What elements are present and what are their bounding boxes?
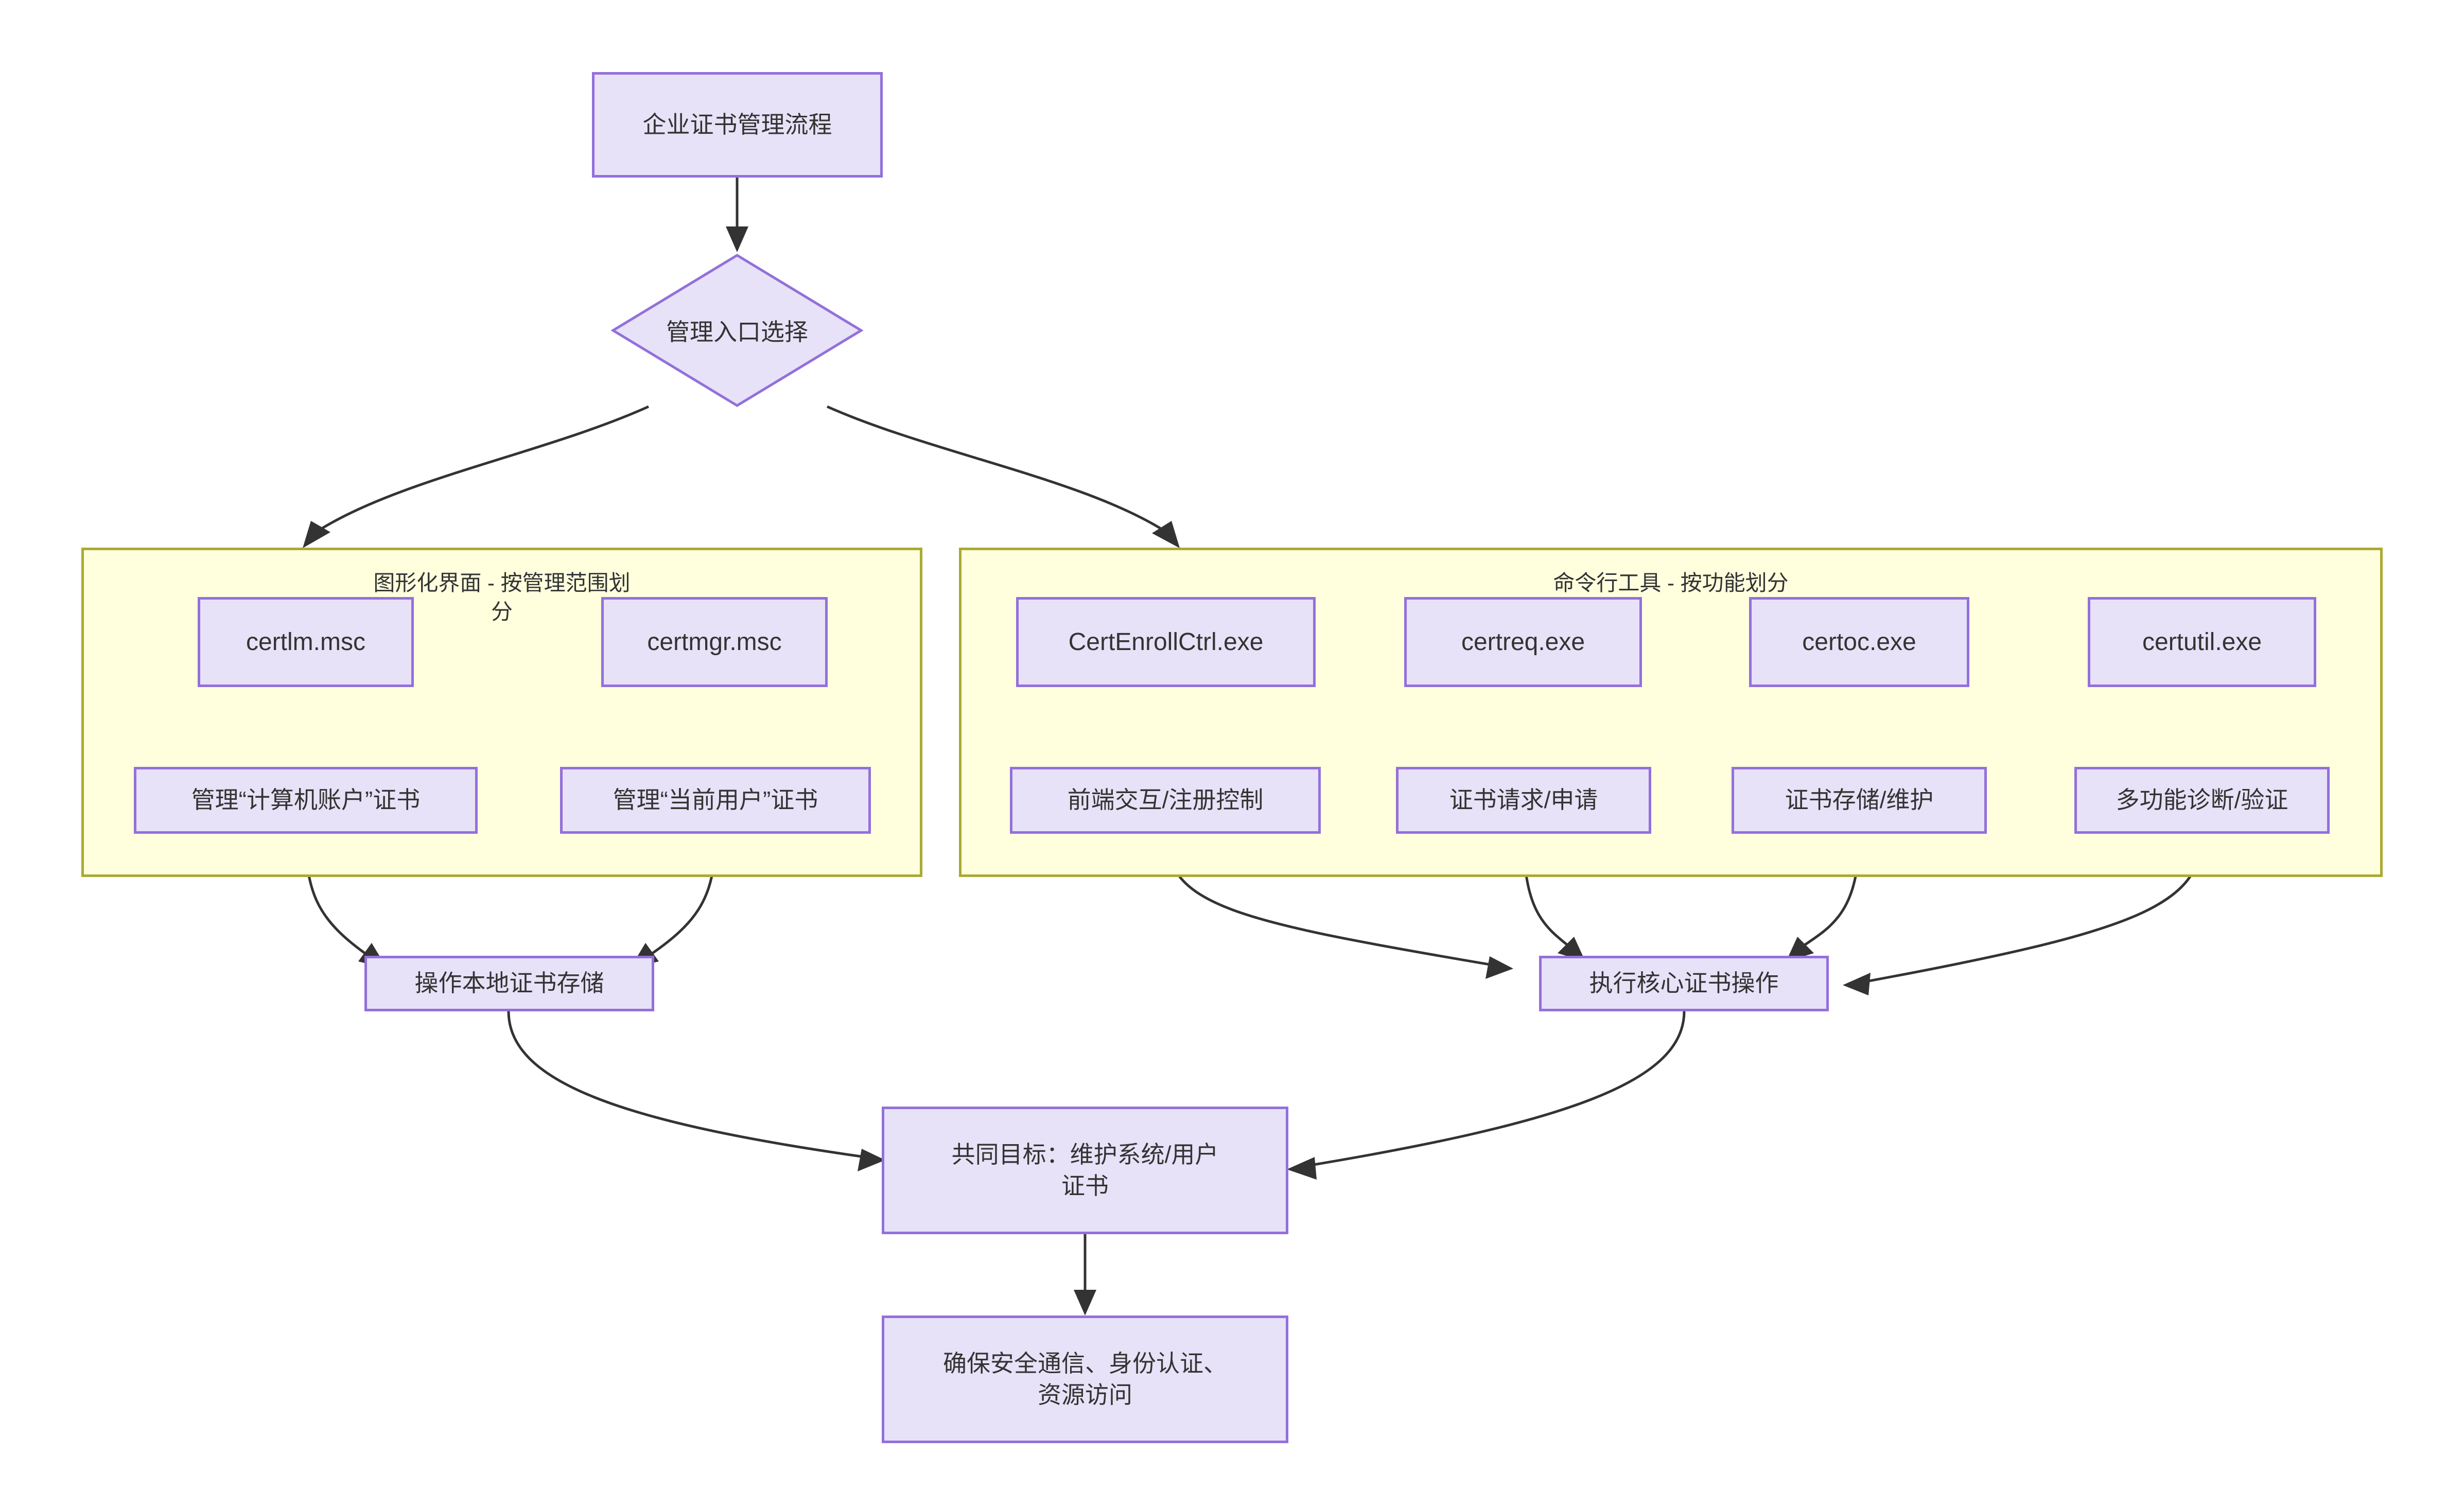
- node-core-ops-label: 执行核心证书操作: [1589, 970, 1779, 997]
- node-certenroll[interactable]: CertEnrollCtrl.exe: [1016, 597, 1316, 687]
- node-local-store[interactable]: 操作本地证书存储: [364, 956, 654, 1011]
- node-start-label: 企业证书管理流程: [642, 111, 832, 138]
- node-certutil-fn-label: 多功能诊断/验证: [2116, 786, 2288, 814]
- diamond-shape: [611, 254, 863, 407]
- node-certutil-fn[interactable]: 多功能诊断/验证: [2074, 767, 2330, 834]
- node-certutil-label: certutil.exe: [2142, 628, 2262, 656]
- node-certlm[interactable]: certlm.msc: [198, 597, 414, 687]
- node-certmgr-fn[interactable]: 管理“当前用户”证书: [560, 767, 871, 834]
- node-entry[interactable]: 管理入口选择: [611, 253, 863, 408]
- cluster-gui-label: 图形化界面 - 按管理范围划 分: [373, 571, 631, 624]
- node-entry-label: 管理入口选择: [666, 319, 808, 345]
- node-certmgr-fn-label: 管理“当前用户”证书: [613, 786, 818, 814]
- edge-entry-to-gui: [318, 405, 650, 532]
- node-certoc[interactable]: certoc.exe: [1749, 597, 1969, 687]
- edge-core-ops-to-goal: [1307, 1011, 1686, 1167]
- node-certreq-fn-label: 证书请求/申请: [1449, 786, 1598, 814]
- node-core-ops[interactable]: 执行核心证书操作: [1539, 956, 1829, 1011]
- arrowhead-goal-left: [858, 1149, 885, 1171]
- node-certenroll-fn[interactable]: 前端交互/注册控制: [1010, 767, 1321, 834]
- node-certlm-fn[interactable]: 管理“计算机账户”证书: [134, 767, 478, 834]
- node-certoc-fn-label: 证书存储/维护: [1785, 786, 1934, 814]
- node-certutil[interactable]: certutil.exe: [2088, 597, 2316, 687]
- edge-entry-to-cli: [826, 405, 1164, 532]
- cluster-cli-label: 命令行工具 - 按功能划分: [1553, 571, 1789, 595]
- node-local-store-label: 操作本地证书存储: [414, 970, 604, 997]
- node-certenroll-label: CertEnrollCtrl.exe: [1068, 628, 1264, 656]
- node-result[interactable]: 确保安全通信、身份认证、 资源访问: [882, 1316, 1288, 1443]
- node-certreq-fn[interactable]: 证书请求/申请: [1396, 767, 1651, 834]
- node-certmgr-label: certmgr.msc: [647, 628, 782, 656]
- node-certoc-label: certoc.exe: [1802, 628, 1916, 656]
- node-result-label: 确保安全通信、身份认证、 资源访问: [943, 1349, 1227, 1408]
- arrowhead-core-ops-right: [1843, 973, 1871, 995]
- arrowhead-core-ops-left-1: [1486, 956, 1513, 979]
- node-certmgr[interactable]: certmgr.msc: [601, 597, 828, 687]
- arrowhead-result-top: [1074, 1290, 1096, 1316]
- arrowhead-cli-top: [1152, 521, 1180, 548]
- edge-local-store-to-goal: [507, 1011, 865, 1159]
- arrowhead-gui-top: [303, 521, 330, 548]
- node-certlm-label: certlm.msc: [246, 628, 365, 656]
- node-certreq[interactable]: certreq.exe: [1404, 597, 1642, 687]
- node-goal-label: 共同目标：维护系统/用户 证书: [951, 1141, 1219, 1199]
- node-start[interactable]: 企业证书管理流程: [592, 72, 883, 178]
- arrowhead-goal-right: [1287, 1157, 1317, 1180]
- arrowhead-entry-top: [726, 226, 748, 252]
- node-certlm-fn-label: 管理“计算机账户”证书: [191, 786, 421, 814]
- node-goal[interactable]: 共同目标：维护系统/用户 证书: [882, 1107, 1288, 1234]
- node-certreq-label: certreq.exe: [1461, 628, 1585, 656]
- node-certoc-fn[interactable]: 证书存储/维护: [1732, 767, 1987, 834]
- node-certenroll-fn-label: 前端交互/注册控制: [1067, 786, 1264, 814]
